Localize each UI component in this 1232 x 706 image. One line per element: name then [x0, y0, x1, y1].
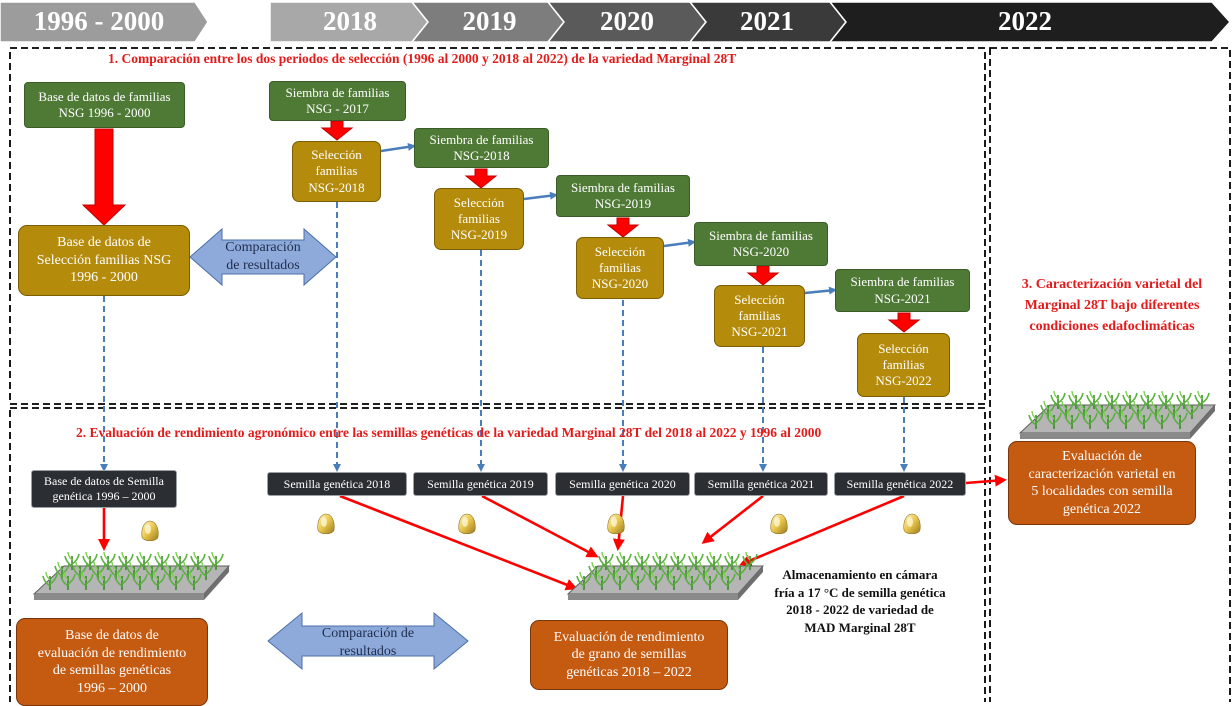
box-eval-old: Base de datos de evaluación de rendimien… [16, 618, 208, 706]
timeline-label-2019: 2019 [462, 6, 517, 36]
blue-dashed-links [100, 202, 908, 472]
timeline-label-1996: 1996 - 2000 [33, 6, 165, 36]
timeline-label-2021: 2021 [740, 6, 794, 36]
box-db-families: Base de datos de familias NSG 1996 - 200… [24, 82, 185, 128]
box-sow-2017: Siembra de familias NSG - 2017 [269, 81, 406, 121]
section1-frame [9, 47, 986, 405]
section3-title: 3. Caracterización varietal del Marginal… [1021, 277, 1203, 334]
seed-icon [903, 513, 921, 535]
comparison-label-1: Comparación de resultados [225, 239, 301, 273]
box-seed-2019: Semilla genética 2019 [413, 472, 548, 496]
plot-icon [34, 552, 229, 600]
box-seed-db: Base de datos de Semilla genética 1996 –… [31, 470, 177, 508]
section1-title: 1. Comparación entre los dos periodos de… [108, 51, 737, 66]
box-eval-new: Evaluación de rendimiento de grano de se… [530, 620, 728, 690]
timeline-label-2022: 2022 [998, 6, 1052, 36]
blue-links [380, 142, 837, 295]
box-seed-2022: Semilla genética 2022 [834, 472, 966, 496]
timeline-segment-1996 [0, 1, 209, 43]
plot-icon [1020, 391, 1215, 439]
box-seed-2020: Semilla genética 2020 [555, 472, 690, 496]
section2-title: 2. Evaluación de rendimiento agronómico … [76, 425, 822, 440]
seed-icon [141, 520, 159, 542]
comparison-arrow-icon [267, 611, 469, 671]
box-sel-2019: Selección familias NSG-2019 [434, 188, 524, 250]
box-sow-2021: Siembra de familias NSG-2021 [835, 269, 970, 312]
seed-icon [607, 513, 625, 535]
red-thin-arrows [98, 474, 1007, 591]
seed-icon [770, 513, 788, 535]
seed-icon [458, 513, 476, 535]
seed-icon [317, 513, 335, 535]
box-sel-2021: Selección familias NSG-2021 [714, 285, 805, 347]
section3-frame [989, 47, 1231, 702]
timeline-segment-2022 [828, 1, 1232, 43]
box-sel-2018: Selección familias NSG-2018 [292, 141, 381, 202]
box-sow-2019: Siembra de familias NSG-2019 [556, 175, 690, 217]
box-sow-2018: Siembra de familias NSG-2018 [414, 128, 549, 168]
storage-note: Almacenamiento en cámara fría a 17 °C de… [774, 567, 946, 635]
section2-frame [9, 407, 986, 702]
red-flow-arrows [81, 120, 921, 333]
box-seed-2021: Semilla genética 2021 [694, 472, 828, 496]
plot-icon [568, 552, 763, 600]
timeline-label-2020: 2020 [600, 6, 654, 36]
box-sow-2020: Siembra de familias NSG-2020 [694, 222, 828, 266]
timeline-bar [0, 1, 1232, 43]
box-seed-2018: Semilla genética 2018 [267, 472, 407, 496]
comparison-label-2: Comparación de resultados [321, 625, 415, 659]
timeline-label-2018: 2018 [323, 6, 377, 36]
box-db-selection: Base de datos de Selección familias NSG … [18, 225, 190, 296]
box-sel-2022: Selección familias NSG-2022 [857, 333, 950, 397]
comparison-arrow-icon [189, 227, 337, 287]
box-eval-characterization: Evaluación de caracterización varietal e… [1008, 441, 1196, 525]
box-sel-2020: Selección familias NSG-2020 [576, 237, 664, 299]
